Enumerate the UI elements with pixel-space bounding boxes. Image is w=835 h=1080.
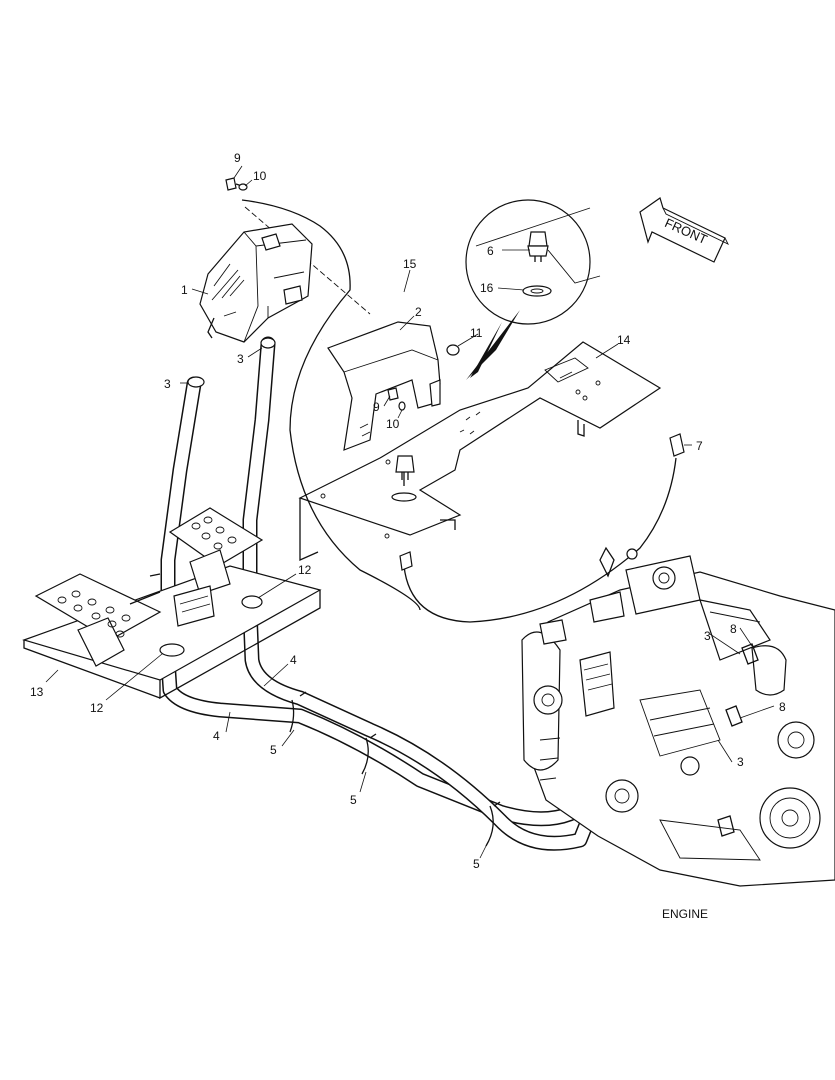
- hose-clamp-3-right: [260, 337, 276, 349]
- callout-1: 1: [181, 283, 188, 297]
- handle-15-inner: [321, 291, 426, 342]
- engine-label: ENGINE: [662, 907, 708, 921]
- engine-illustration: [521, 546, 835, 887]
- callout-10-bracket: 10: [386, 417, 400, 431]
- retainer-16: [391, 492, 417, 502]
- callout-10-top: 10: [253, 169, 267, 183]
- callout-5-first: 5: [270, 743, 277, 757]
- grommet-12-right: [241, 595, 263, 609]
- callout-13: 13: [30, 685, 44, 699]
- callout-5-second: 5: [350, 793, 357, 807]
- nut-11: [446, 344, 460, 356]
- callout-leaders: [45, 165, 775, 859]
- wiring-harness: [241, 199, 685, 623]
- callout-8-low: 8: [779, 700, 786, 714]
- pedal-bracket-2: [327, 321, 441, 451]
- washer-10-bracket: [398, 401, 406, 411]
- pressure-switch-6: [395, 455, 415, 480]
- callout-4-right: 4: [290, 653, 297, 667]
- callout-6: 6: [487, 244, 494, 258]
- grommet-12-left: [159, 643, 185, 657]
- hose-clamp-3-left: [187, 376, 205, 388]
- callout-12-right: 12: [298, 563, 312, 577]
- callout-7: 7: [696, 439, 703, 453]
- callout-8-top: 8: [730, 622, 737, 636]
- callout-11: 11: [470, 326, 483, 340]
- pedal-assembly-13: [22, 507, 322, 700]
- bolt-9-bracket: [387, 387, 399, 401]
- callout-16: 16: [480, 281, 494, 295]
- callout-3-upper: 3: [237, 352, 244, 366]
- detail-magnifier: [465, 199, 601, 380]
- callout-numbers: 1 2 3 3 3 3 4 4 5 5 5 6 7 8 8 9 9 10 10 …: [30, 151, 786, 871]
- mounting-plate-14: [298, 341, 662, 562]
- reservoir-1: [199, 223, 313, 343]
- callout-14: 14: [617, 333, 631, 347]
- callout-2: 2: [415, 305, 422, 319]
- callout-5-third: 5: [473, 857, 480, 871]
- callout-12-left: 12: [90, 701, 104, 715]
- callout-9-top: 9: [234, 151, 241, 165]
- callout-3-left: 3: [164, 377, 171, 391]
- callout-9-bracket: 9: [373, 400, 380, 414]
- callout-3-engine-low: 3: [737, 755, 744, 769]
- callout-3-engine-top: 3: [704, 629, 711, 643]
- pedal-grip-holes: [57, 516, 237, 638]
- callout-15: 15: [403, 257, 417, 271]
- callout-4-left: 4: [213, 729, 220, 743]
